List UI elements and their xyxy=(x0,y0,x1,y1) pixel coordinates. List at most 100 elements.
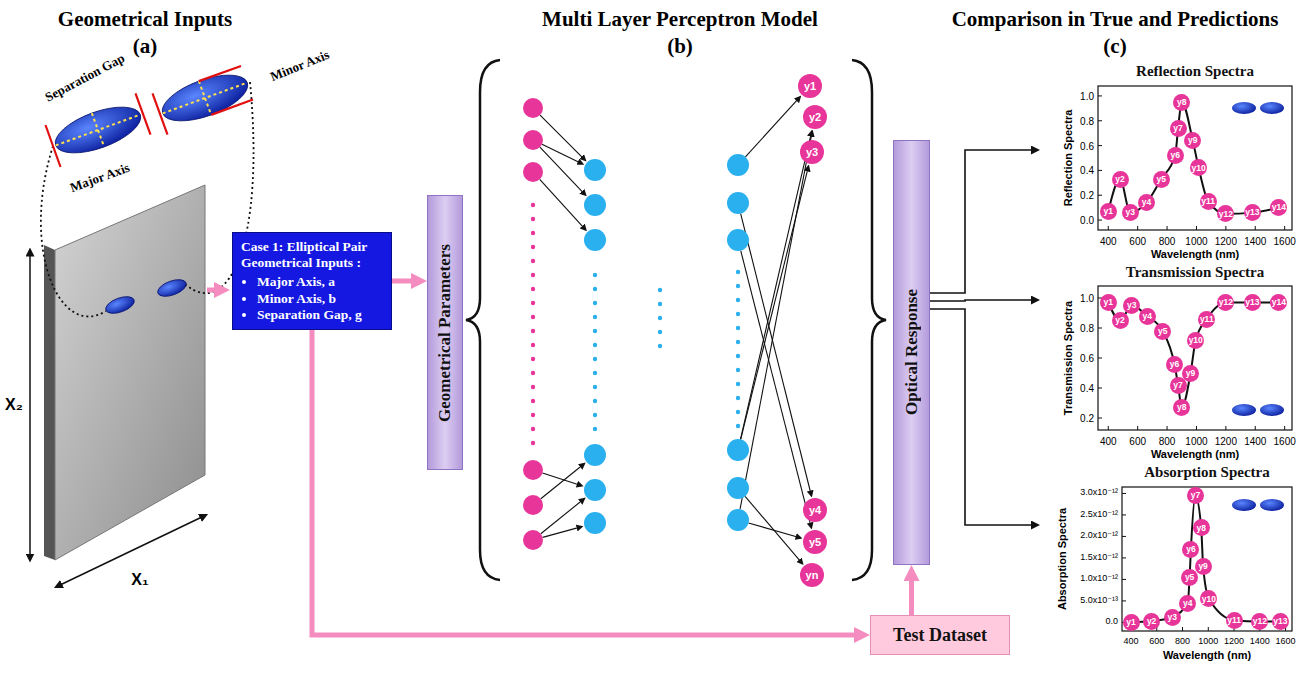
ellipse-shape xyxy=(1232,404,1256,416)
path-shape xyxy=(740,133,811,439)
ellipse-shape xyxy=(104,293,137,316)
path-shape xyxy=(1108,102,1278,214)
circle-shape xyxy=(531,301,535,305)
node-text: y5 xyxy=(1185,573,1194,582)
data-point: y1 xyxy=(1100,294,1117,311)
node-text: Minor Axis, b xyxy=(257,291,383,307)
line-shape xyxy=(1208,627,1209,631)
output-neuron: y5 xyxy=(803,530,827,554)
axis-label: 1.0 xyxy=(1080,293,1094,304)
circle-shape xyxy=(584,229,606,251)
output-neuron: y2 xyxy=(803,105,827,129)
circle-shape xyxy=(523,130,543,150)
ellipse-shape xyxy=(156,276,189,299)
axis-label: 600 xyxy=(1129,236,1146,247)
node-text: y11 xyxy=(1200,315,1214,324)
g-shape xyxy=(1122,487,1292,631)
ellipse-shape xyxy=(1260,404,1284,416)
node-text: y4 xyxy=(1183,599,1192,608)
circle-shape xyxy=(736,326,740,330)
data-point: y4 xyxy=(1139,308,1156,325)
circle-shape xyxy=(531,203,535,207)
axis-label: 1600 xyxy=(1274,236,1296,247)
flow-arrow xyxy=(312,330,862,635)
axis-label: 800 xyxy=(1159,436,1176,447)
axis-label: 2.5x10⁻¹² xyxy=(1080,510,1118,520)
node-text: y1 xyxy=(1104,298,1113,307)
g-shape xyxy=(50,98,147,163)
dimension-label: Minor Axis xyxy=(268,48,331,85)
node-text: y9 xyxy=(1198,562,1207,571)
node-text: y8 xyxy=(1177,403,1186,412)
circle-shape xyxy=(593,413,597,417)
g-shape xyxy=(156,276,189,299)
path-shape xyxy=(199,66,241,81)
axis-label: 0.4 xyxy=(1080,165,1094,176)
path-shape xyxy=(540,179,585,228)
circle-shape xyxy=(593,329,597,333)
circle-shape xyxy=(531,287,535,291)
line-shape xyxy=(1122,579,1126,580)
node-text: y9 xyxy=(1188,136,1197,145)
path-shape xyxy=(745,98,798,157)
data-point: y7 xyxy=(1170,120,1187,137)
node-text: y14 xyxy=(1272,298,1286,307)
axis-label: Wavelength (nm) xyxy=(1151,248,1239,260)
data-point: y12 xyxy=(1251,613,1268,630)
node-text: y10 xyxy=(1202,595,1216,604)
circle-shape xyxy=(593,399,597,403)
output-neuron: yn xyxy=(800,563,824,587)
ellipse-shape xyxy=(1232,499,1256,511)
g-shape xyxy=(104,293,137,316)
panel-title: Comparison in True and Predictions xyxy=(952,8,1279,31)
g-shape xyxy=(1098,86,1292,230)
node-text: y3 xyxy=(1127,301,1136,310)
node-text: y4 xyxy=(1142,198,1151,207)
line-shape xyxy=(1122,514,1126,515)
circle-shape xyxy=(593,357,597,361)
node-text: y6 xyxy=(1170,151,1179,160)
path-shape xyxy=(740,133,812,509)
circle-shape xyxy=(593,287,597,291)
circle-shape xyxy=(523,530,543,550)
line-shape xyxy=(1167,426,1168,430)
data-point: y13 xyxy=(1244,294,1261,311)
node-text: y6 xyxy=(1186,545,1195,554)
circle-shape xyxy=(727,154,749,176)
data-point: y9 xyxy=(1182,365,1199,382)
axis-label: 1.5x10⁻¹² xyxy=(1080,553,1118,563)
line-shape xyxy=(1122,493,1126,494)
line-shape xyxy=(1122,536,1126,537)
axis-label: Wavelength (nm) xyxy=(1151,448,1239,460)
axis-label: 2.0x10⁻¹² xyxy=(1080,531,1118,541)
circle-shape xyxy=(531,441,535,445)
axis-label: 5.0x10⁻¹³ xyxy=(1080,596,1118,606)
path-shape xyxy=(541,465,583,499)
axis-label: 400 xyxy=(1100,436,1117,447)
node-text: y5 xyxy=(809,536,821,548)
circle-shape xyxy=(531,413,535,417)
node-text: Case 1: Elliptical Pair Geometrical Inpu… xyxy=(241,239,383,271)
line-shape xyxy=(1137,426,1138,430)
flow-arrow xyxy=(930,150,1036,293)
path-shape xyxy=(541,500,583,534)
output-neuron: y1 xyxy=(798,74,822,98)
node-text: y7 xyxy=(1173,124,1182,133)
dimension-label: X₁ xyxy=(131,571,148,589)
path-shape xyxy=(29,252,31,558)
circle-shape xyxy=(727,229,749,251)
circle-shape xyxy=(523,495,543,515)
circle-shape xyxy=(584,479,606,501)
flow-arrow xyxy=(909,573,914,615)
spectrum-chart: Absorption Spectray1y2y3y4y5y6y7y8y9y10y… xyxy=(1040,464,1298,664)
data-point: y10 xyxy=(1190,159,1207,176)
path-shape xyxy=(543,527,580,537)
circle-shape xyxy=(727,192,749,214)
node-text: y2 xyxy=(1115,316,1124,325)
data-point: y6 xyxy=(1182,541,1199,558)
rect-shape xyxy=(1098,286,1292,430)
path-shape xyxy=(46,125,61,167)
circle-shape xyxy=(531,231,535,235)
circle-shape xyxy=(736,298,740,302)
ellipse-shape xyxy=(1232,102,1256,114)
